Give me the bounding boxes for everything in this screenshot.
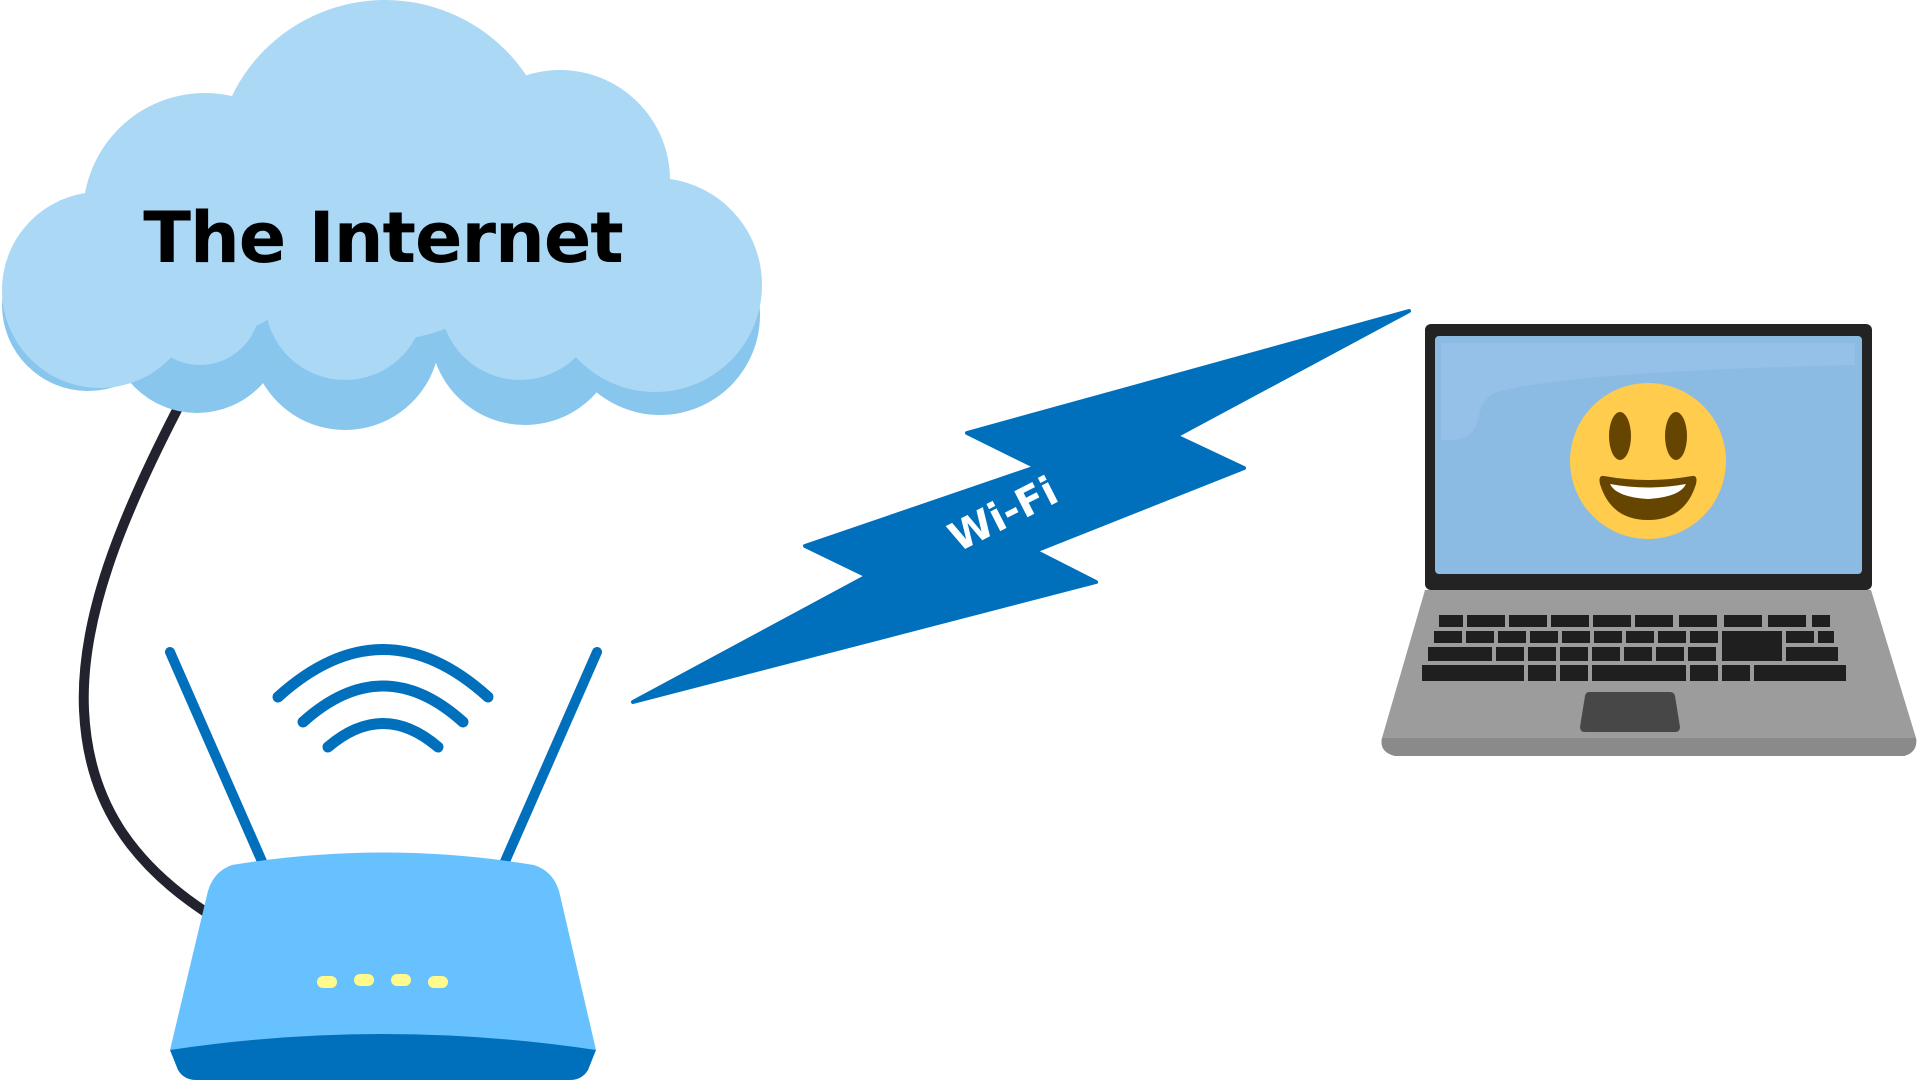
keyboard: [1422, 615, 1846, 681]
router-top: [170, 852, 596, 1050]
router: [170, 852, 596, 1080]
left-antenna: [165, 647, 269, 871]
wifi-signal-icon: [272, 644, 494, 753]
laptop: [1381, 324, 1917, 756]
network-cable: [78, 403, 220, 923]
router-leds: [317, 974, 448, 988]
right-antenna: [498, 647, 602, 871]
router-antennas: [165, 647, 602, 871]
cloud-label: The Internet: [143, 197, 623, 279]
touchpad: [1580, 692, 1680, 732]
internet-cloud: The Internet: [2, 0, 762, 430]
smiley-face-emoji: [1570, 383, 1726, 539]
router-base: [170, 1034, 596, 1080]
wifi-link-bolt: Wi-Fi: [631, 309, 1411, 704]
